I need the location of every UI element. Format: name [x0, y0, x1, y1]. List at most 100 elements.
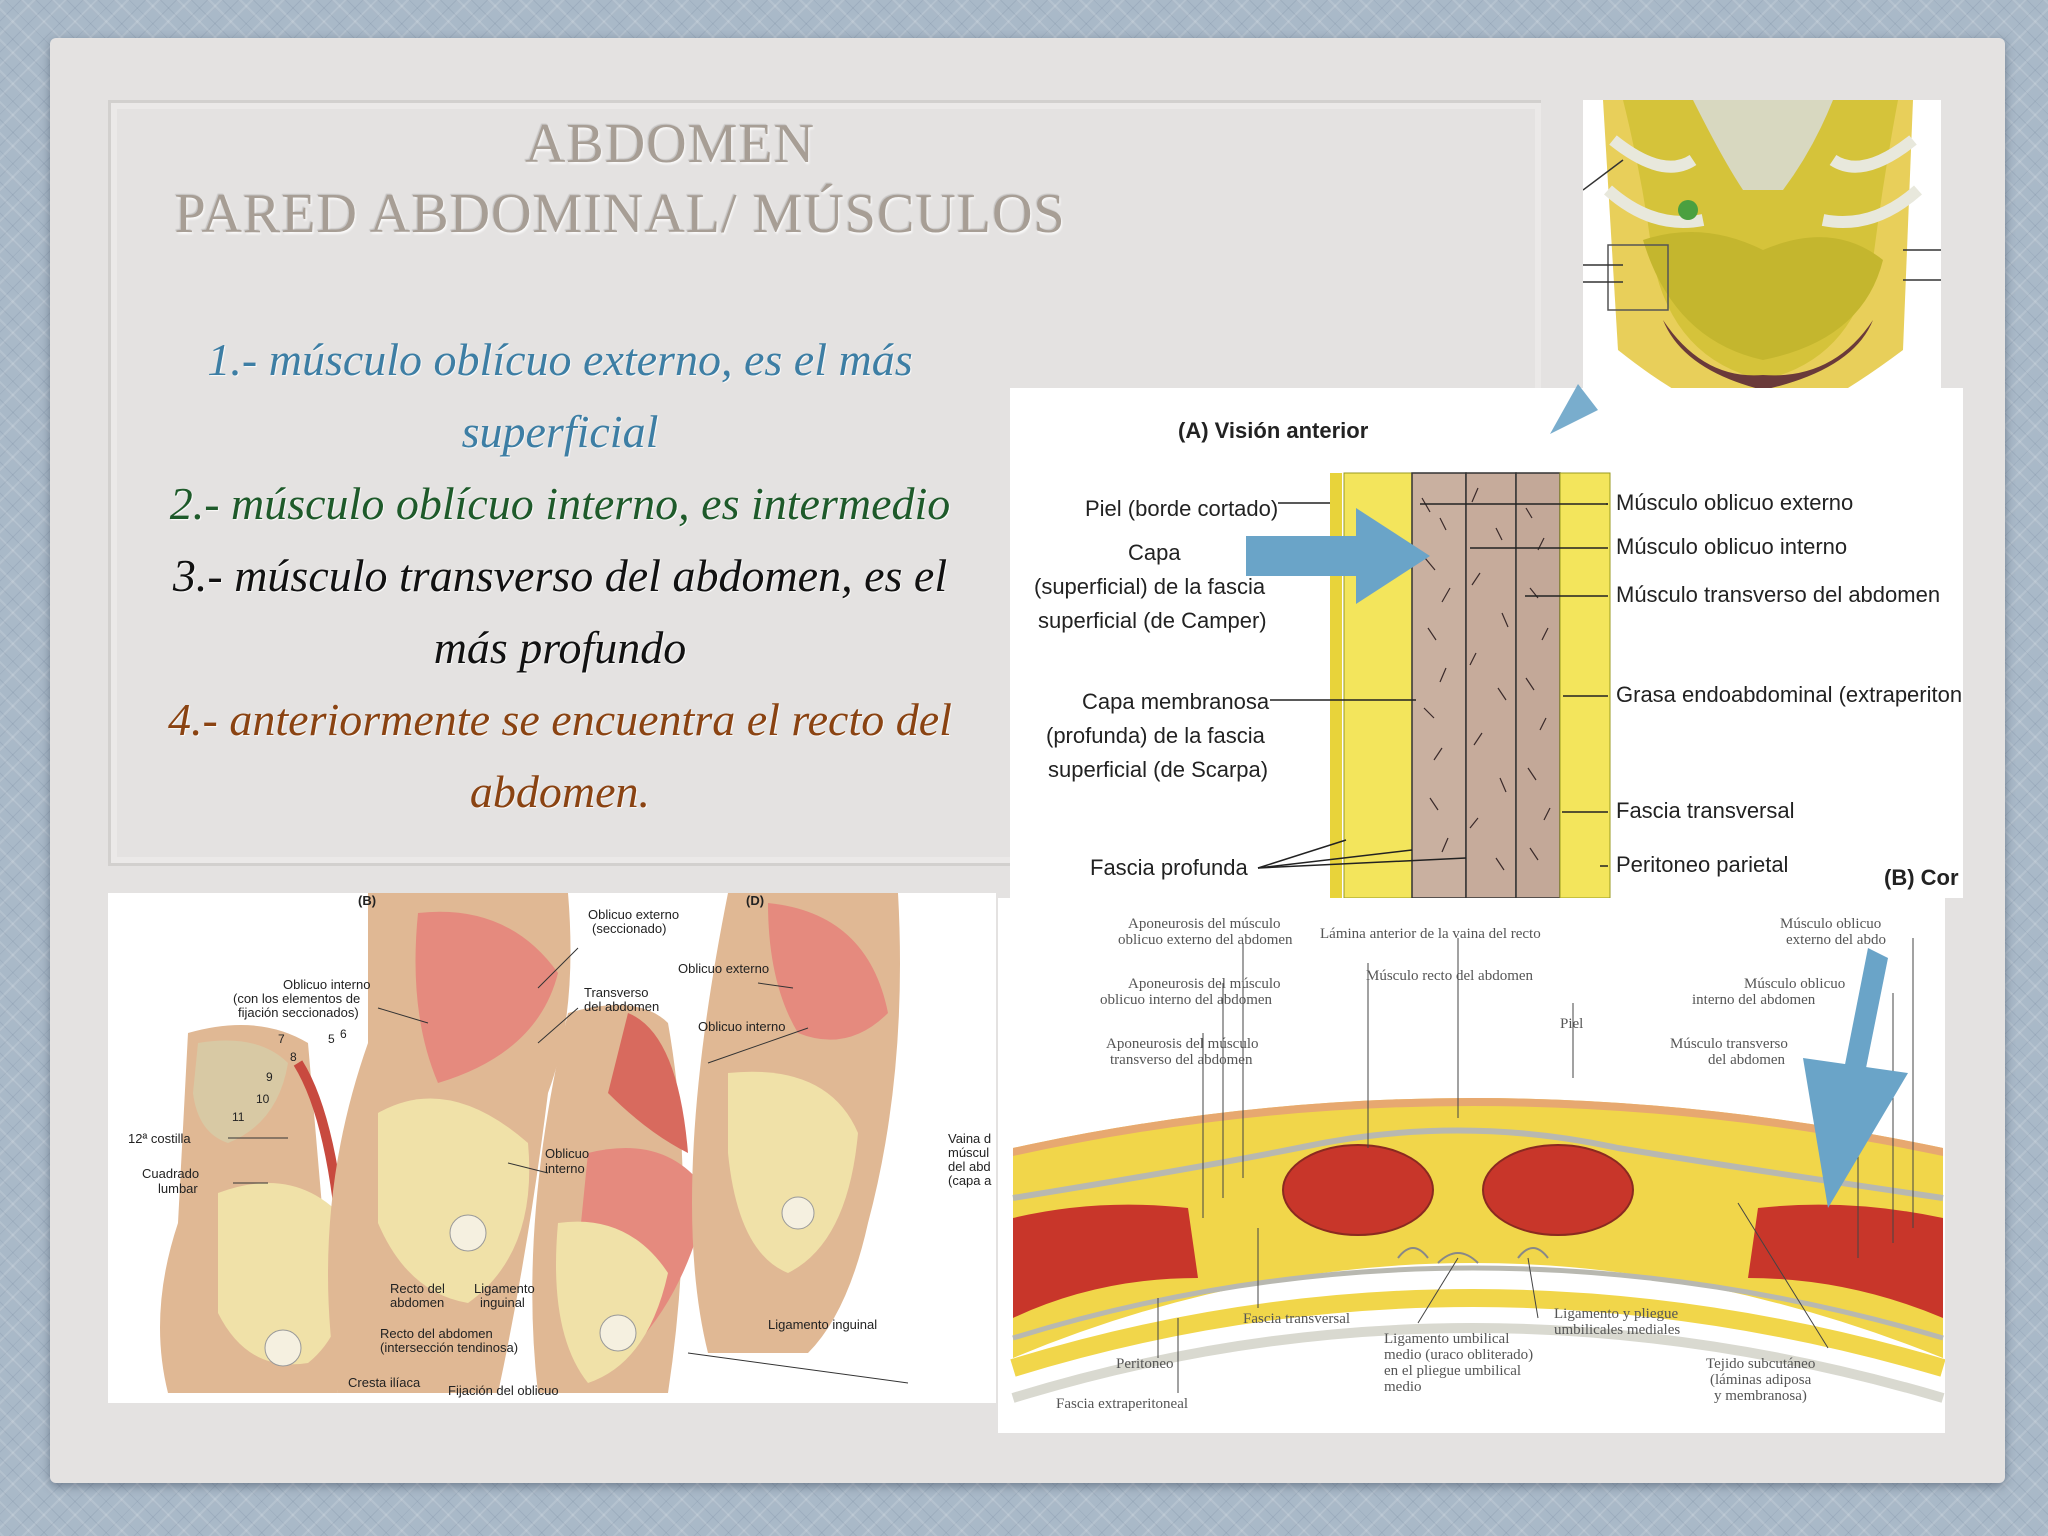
label-mus-ext-1: Músculo oblicuo [1780, 916, 1881, 932]
point-4: 4.- anteriormente se encuentra el recto … [110, 684, 1010, 828]
label-apo-ext-1: Aponeurosis del músculo [1128, 916, 1280, 932]
label-lamina: Lámina anterior de la vaina del recto [1320, 926, 1541, 942]
label-scarpa-3: superficial (de Scarpa) [1048, 757, 1268, 782]
point-4-line-2: abdomen. [469, 766, 651, 817]
point-1-line-1: 1.- músculo oblícuo externo, es el más [207, 334, 913, 385]
label-transverso-1: Transverso [584, 985, 649, 1000]
arrow-pointer-down [1803, 948, 1908, 1208]
label-fascia-profunda: Fascia profunda [1090, 855, 1249, 880]
label-piel: Piel [1560, 1016, 1583, 1032]
label-recto-1: Recto del [390, 1281, 445, 1296]
label-lig-umb-4: medio [1384, 1379, 1422, 1395]
label-ligamento-inguinal: Ligamento inguinal [768, 1317, 877, 1332]
label-grasa: Grasa endoabdominal (extraperitonea [1616, 682, 1963, 707]
point-3-line-1: 3.- músculo transverso del abdomen, es e… [172, 550, 948, 601]
label-oblicuo-interno-3b: interno [545, 1161, 585, 1176]
label-piel: Piel (borde cortado) [1085, 496, 1278, 521]
rectus-right [1482, 1144, 1634, 1236]
label-tejido-2: (láminas adiposa [1710, 1372, 1812, 1388]
label-mus-int-1: Músculo oblicuo [1744, 976, 1845, 992]
point-2: 2.- músculo oblícuo interno, es intermed… [110, 468, 1010, 540]
extraperitoneal-fat-layer [1559, 472, 1611, 898]
label-transverso-2: del abdomen [584, 999, 659, 1014]
label-transverso: Músculo transverso del abdomen [1616, 582, 1940, 607]
label-camper-2: (superficial) de la fascia [1034, 574, 1266, 599]
label-tejido-1: Tejido subcutáneo [1706, 1356, 1815, 1372]
label-fascia-transversal: Fascia transversal [1616, 798, 1795, 823]
label-apo-int-2: oblicuo interno del abdomen [1100, 992, 1273, 1008]
label-fascia-extra: Fascia extraperitoneal [1056, 1396, 1188, 1412]
lateral-muscles-left [1013, 1204, 1198, 1318]
rib-number: 7 [278, 1032, 285, 1046]
rib-number: 11 [232, 1110, 245, 1124]
title-frame [108, 100, 1541, 866]
rib-number: 6 [340, 1027, 347, 1041]
label-cuadrado-2: lumbar [158, 1181, 198, 1196]
label-mus-trans-1: Músculo transverso [1670, 1036, 1788, 1052]
label-scarpa-2: (profunda) de la fascia [1046, 723, 1266, 748]
transverse-layer [1515, 472, 1561, 898]
panel-b-label: (B) [358, 893, 376, 908]
rib-number: 5 [328, 1032, 335, 1046]
point-3-line-2: más profundo [433, 622, 687, 673]
point-1: 1.- músculo oblícuo externo, es el más s… [110, 324, 1010, 468]
lateral-muscles-right [1748, 1204, 1943, 1318]
label-fijacion: Fijación del oblicuo [448, 1383, 559, 1398]
label-vaina-2: múscul [948, 1145, 989, 1160]
slide-title: ABDOMEN [524, 113, 816, 175]
label-lig-umb-2: medio (uraco obliterado) [1384, 1347, 1533, 1363]
label-lig-pli-1: Ligamento y pliegue [1554, 1306, 1678, 1322]
panel-d-label: (D) [746, 893, 764, 908]
label-oblicuo-externo: Músculo oblicuo externo [1616, 490, 1853, 515]
label-vaina-4: (capa a [948, 1173, 992, 1188]
label-vaina-3: del abd [948, 1159, 991, 1174]
label-mus-int-2: interno del abdomen [1692, 992, 1816, 1008]
abdominal-muscles-illustration: (B) (D) Oblicuo interno (con los element… [108, 893, 996, 1403]
label-apo-int-1: Aponeurosis del músculo [1128, 976, 1280, 992]
label-recto-2: abdomen [390, 1295, 444, 1310]
label-vaina-1: Vaina d [948, 1131, 991, 1146]
label-tejido-3: y membranosa) [1714, 1388, 1807, 1404]
label-peritoneo-parietal: Peritoneo parietal [1616, 852, 1788, 877]
external-oblique-layer [1411, 472, 1467, 898]
rib-number: 10 [256, 1092, 270, 1106]
label-recto-int-1: Recto del abdomen [380, 1326, 493, 1341]
label-oblicuo-interno-3a: Oblicuo [545, 1146, 589, 1161]
point-4-line-1: 4.- anteriormente se encuentra el recto … [168, 694, 952, 745]
label-lig-umb-1: Ligamento umbilical [1384, 1331, 1509, 1347]
label-recto: Músculo recto del abdomen [1366, 968, 1534, 984]
label-camper-3: superficial (de Camper) [1038, 608, 1267, 633]
label-oblicuo-externo: Oblicuo externo [678, 961, 769, 976]
abdominal-wall-cross-section: Aponeurosis del músculo oblicuo externo … [998, 898, 1945, 1433]
label-mus-ext-2: externo del abdo [1786, 932, 1886, 948]
slide-subtitle: PARED ABDOMINAL/ MÚSCULOS [174, 183, 1066, 245]
point-1-line-2: superficial [461, 406, 659, 457]
label-mus-trans-2: del abdomen [1708, 1052, 1786, 1068]
label-lig-pli-2: umbilicales mediales [1554, 1322, 1680, 1338]
label-camper-1: Capa [1128, 540, 1181, 565]
arrow-pointer [1246, 508, 1430, 604]
rib-number: 9 [266, 1070, 273, 1084]
internal-oblique-layer [1465, 472, 1517, 898]
label-oblicuo-interno-2: Oblicuo interno [698, 1019, 785, 1034]
label-peritoneo: Peritoneo [1116, 1356, 1174, 1372]
point-3: 3.- músculo transverso del abdomen, es e… [110, 540, 1010, 684]
torso-illustration [1583, 100, 1941, 430]
label-lig-umb-3: en el pliegue umbilical [1384, 1363, 1521, 1379]
point-2-line-1: 2.- músculo oblícuo interno, es intermed… [169, 478, 951, 529]
label-apo-trans-1: Aponeurosis del músculo [1106, 1036, 1258, 1052]
label-oblicuo-ext-secc-1: Oblicuo externo [588, 907, 679, 922]
label-apo-trans-2: transverso del abdomen [1110, 1052, 1253, 1068]
rib-number: 8 [290, 1050, 297, 1064]
diagram-a-corner-label: (B) Cor [1884, 865, 1959, 890]
label-cresta: Cresta ilíaca [348, 1375, 421, 1390]
layers-diagram-anterior: (A) Visión anterior (B) Cor [1010, 388, 1963, 898]
label-oblicuo-interno-1: Oblicuo interno [283, 977, 370, 992]
label-costilla: 12ª costilla [128, 1131, 191, 1146]
label-scarpa-1: Capa membranosa [1082, 689, 1270, 714]
rectus-left [1282, 1144, 1434, 1236]
label-oblicuo-interno-sub2: fijación seccionados) [238, 1005, 359, 1020]
skin-layer [1330, 473, 1342, 898]
label-oblicuo-interno-sub1: (con los elementos de [233, 991, 360, 1006]
label-oblicuo-interno: Músculo oblicuo interno [1616, 534, 1847, 559]
